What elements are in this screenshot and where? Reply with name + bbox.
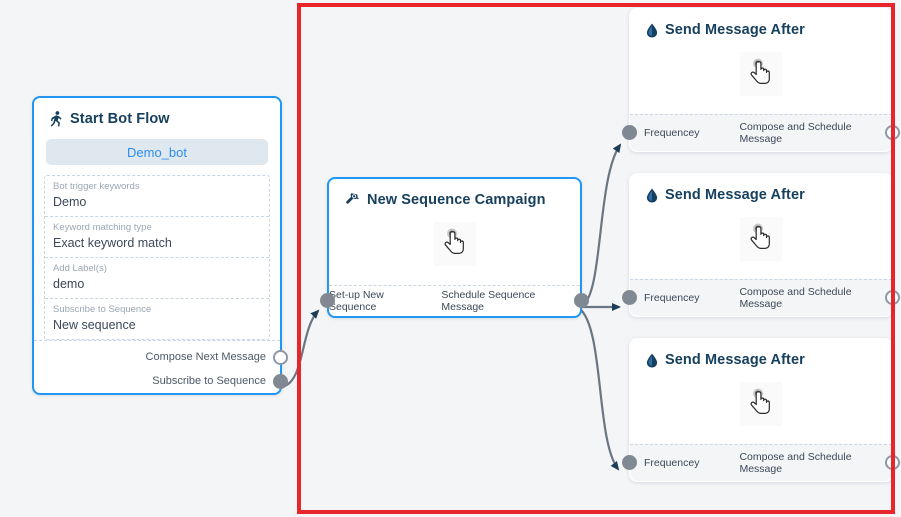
message-card-body-1 [630, 52, 892, 96]
node-send-message-after-3[interactable]: Send Message After Frequencey Compose an… [622, 338, 900, 482]
message-card-footer-2: Frequencey Compose and Schedule Message [630, 279, 892, 316]
field-keyword-matching-type[interactable]: Keyword matching type Exact keyword matc… [45, 217, 269, 258]
water-drop-icon [646, 188, 658, 203]
field-subscribe-to-sequence[interactable]: Subscribe to Sequence New sequence [45, 299, 269, 339]
message-card-footer-3: Frequencey Compose and Schedule Message [630, 444, 892, 481]
start-node-fields: Bot trigger keywords Demo Keyword matchi… [44, 175, 270, 340]
field-label: Add Label(s) [53, 263, 107, 274]
running-person-icon [50, 111, 63, 127]
port-row-subscribe-to-sequence[interactable]: Subscribe to Sequence [34, 369, 288, 393]
message-card-header-2: Send Message After [630, 174, 892, 211]
message-card-footer-1: Frequencey Compose and Schedule Message [630, 114, 892, 151]
port-message-input-1[interactable] [622, 125, 637, 140]
port-message-output-3[interactable] [885, 455, 900, 470]
sequence-footer-left-label: Set-up New Sequence [329, 289, 384, 313]
message-card-header-3: Send Message After [630, 339, 892, 376]
message-card-title-3: Send Message After [665, 352, 805, 368]
node-send-message-after-2[interactable]: Send Message After Frequencey Compose an… [622, 173, 900, 317]
field-label: Bot trigger keywords [53, 181, 140, 192]
message-card-body-3 [630, 382, 892, 426]
hand-pointer-icon [740, 52, 782, 96]
field-label: Keyword matching type [53, 222, 152, 233]
port-subscribe-to-sequence[interactable] [273, 374, 288, 389]
port-message-input-2[interactable] [622, 290, 637, 305]
start-node-title: Start Bot Flow [70, 111, 170, 127]
sequence-node-body [329, 222, 580, 266]
field-bot-trigger-keywords[interactable]: Bot trigger keywords Demo [45, 176, 269, 217]
hand-pointer-icon [433, 222, 476, 266]
field-value: Exact keyword match [53, 236, 172, 250]
node-new-sequence-campaign[interactable]: New Sequence Campaign Set-up New Sequenc… [320, 177, 589, 318]
sequence-node-footer: Set-up New Sequence Schedule Sequence Me… [329, 285, 580, 316]
water-drop-icon [646, 23, 658, 38]
port-compose-next-message[interactable] [273, 350, 288, 365]
port-sequence-input[interactable] [320, 293, 335, 308]
water-drop-icon [646, 353, 658, 368]
port-message-input-3[interactable] [622, 455, 637, 470]
message-footer-right-label-3: Compose and Schedule Message [739, 451, 852, 475]
node-send-message-after-1[interactable]: Send Message After Frequencey Compose an… [622, 8, 900, 152]
port-sequence-output[interactable] [574, 293, 589, 308]
edge-sequence-to-message-3 [579, 308, 620, 471]
start-node-header: Start Bot Flow [34, 98, 280, 135]
message-card-body-2 [630, 217, 892, 261]
bot-name-button[interactable]: Demo_bot [46, 139, 268, 165]
megaphone-icon [345, 193, 360, 207]
message-footer-left-label-1: Frequencey [644, 127, 700, 139]
message-footer-right-label-2: Compose and Schedule Message [739, 286, 852, 310]
message-card-title-1: Send Message After [665, 22, 805, 38]
field-add-labels[interactable]: Add Label(s) demo [45, 258, 269, 299]
field-label: Subscribe to Sequence [53, 304, 152, 315]
port-label: Compose Next Message [145, 351, 266, 363]
message-footer-left-label-3: Frequencey [644, 457, 700, 469]
edge-start-to-sequence [280, 309, 320, 389]
port-row-compose-next-message[interactable]: Compose Next Message [34, 345, 288, 369]
message-footer-right-label-1: Compose and Schedule Message [739, 121, 852, 145]
bot-name-label: Demo_bot [127, 144, 187, 160]
sequence-node-header: New Sequence Campaign [329, 179, 580, 216]
node-start-bot-flow[interactable]: Start Bot Flow Demo_bot Bot trigger keyw… [32, 96, 288, 395]
edge-sequence-to-message-1 [579, 143, 622, 309]
message-footer-left-label-2: Frequencey [644, 292, 700, 304]
port-label: Subscribe to Sequence [152, 375, 266, 387]
hand-pointer-icon [740, 217, 782, 261]
sequence-footer-right-label: Schedule Sequence Message [441, 289, 536, 313]
start-node-output-ports: Compose Next Message Subscribe to Sequen… [34, 340, 288, 393]
port-message-output-2[interactable] [885, 290, 900, 305]
port-message-output-1[interactable] [885, 125, 900, 140]
message-card-title-2: Send Message After [665, 187, 805, 203]
field-value: Demo [53, 195, 87, 209]
field-value: demo [53, 277, 85, 291]
sequence-node-title: New Sequence Campaign [367, 192, 546, 208]
field-value: New sequence [53, 318, 136, 332]
message-card-header-1: Send Message After [630, 9, 892, 46]
hand-pointer-icon [740, 382, 782, 426]
